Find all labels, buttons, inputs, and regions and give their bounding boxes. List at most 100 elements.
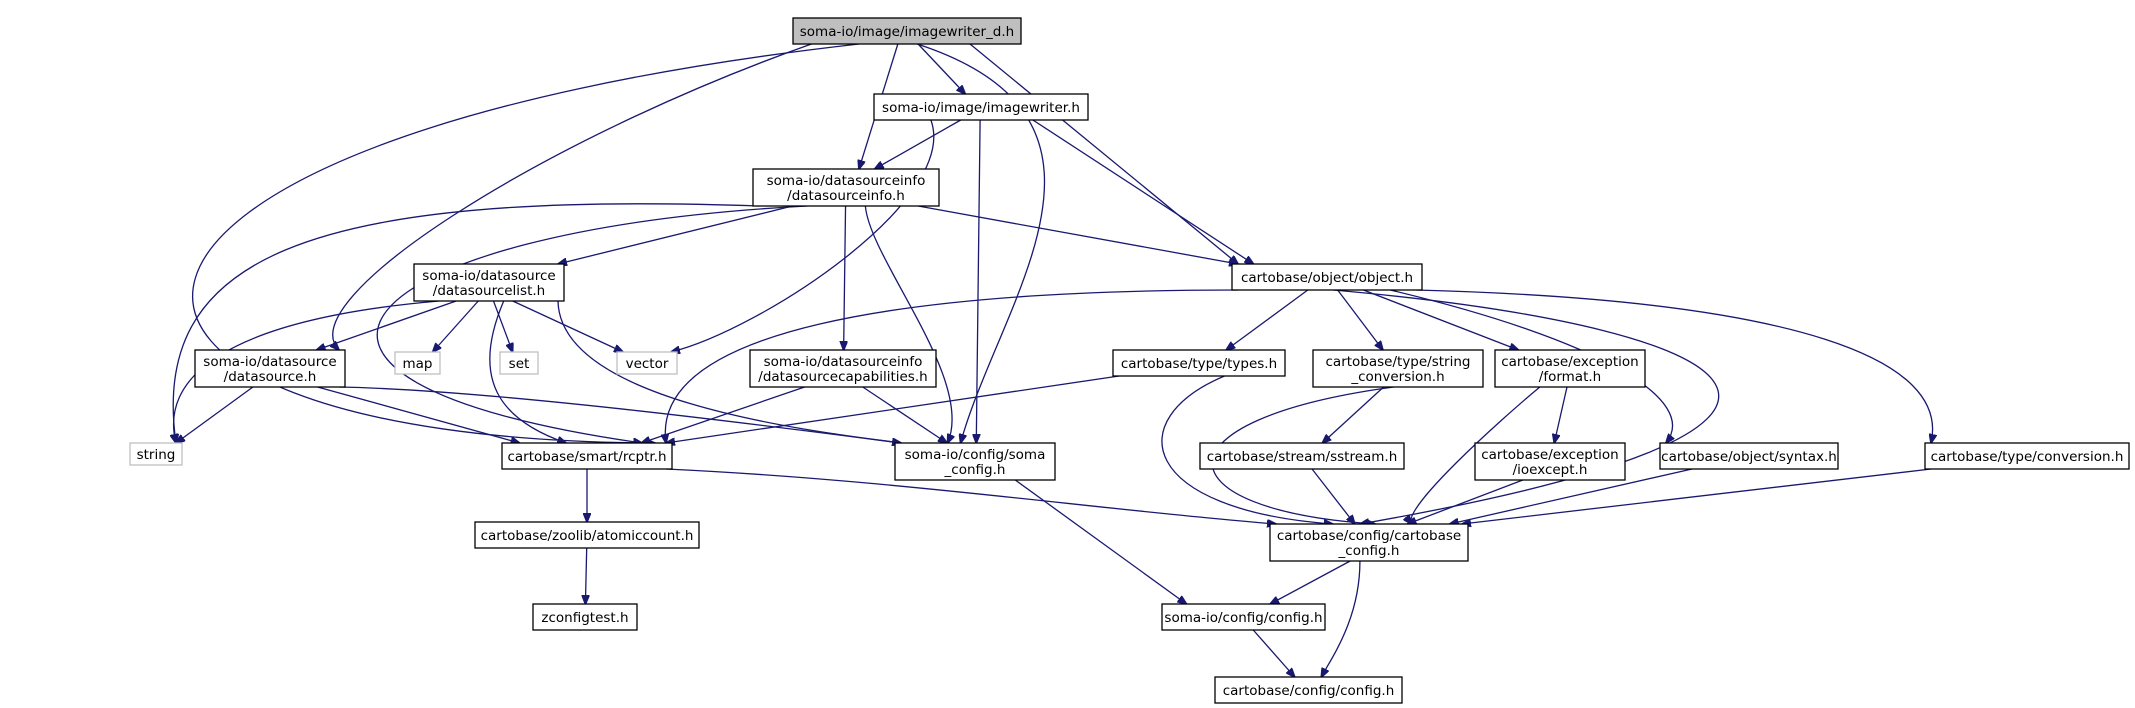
edge-datasourceinfo-to-datasourcecapabilities xyxy=(844,205,846,350)
edge-format-to-ioexcept xyxy=(1554,386,1568,443)
node-label-datasourcelist-1: /datasourcelist.h xyxy=(433,283,545,299)
node-types[interactable]: cartobase/type/types.h xyxy=(1112,349,1286,377)
edge-imagewriter-to-datasourceinfo xyxy=(875,119,962,169)
edge-imagewriter-to-soma_config xyxy=(976,119,981,443)
edge-conversion-to-cartobase_config xyxy=(1462,468,1932,524)
node-label-datasource-0: soma-io/datasource xyxy=(203,354,336,370)
node-box-format xyxy=(1494,349,1646,388)
node-label-imagewriter_d-0: soma-io/image/imagewriter_d.h xyxy=(800,24,1014,40)
node-label-set-0: set xyxy=(509,356,530,372)
node-label-datasourcecapabilities-0: soma-io/datasourceinfo xyxy=(764,354,923,370)
edge-object-to-cartobase_config xyxy=(1333,289,1720,524)
node-string_conversion[interactable]: cartobase/type/string_conversion.h xyxy=(1312,349,1484,388)
node-format[interactable]: cartobase/exception/format.h xyxy=(1494,349,1646,388)
node-set[interactable]: set xyxy=(499,351,539,375)
node-box-conversion xyxy=(1924,442,2130,470)
node-zconfigtest[interactable]: zconfigtest.h xyxy=(532,603,638,631)
node-map[interactable]: map xyxy=(394,351,441,375)
node-label-soma_config-1: _config.h xyxy=(944,462,1006,478)
node-box-string_conversion xyxy=(1312,349,1484,388)
node-label-cartobase_config-0: cartobase/config/cartobase xyxy=(1277,528,1461,544)
edge-imagewriter-to-object xyxy=(1032,119,1254,264)
edge-object-to-conversion xyxy=(1415,289,1933,443)
node-datasourcelist[interactable]: soma-io/datasource/datasourcelist.h xyxy=(413,263,565,302)
node-syntax[interactable]: cartobase/object/syntax.h xyxy=(1659,442,1839,470)
node-cartobase_config[interactable]: cartobase/config/cartobase_config.h xyxy=(1269,523,1469,562)
edge-datasourceinfo-to-datasourcelist xyxy=(558,205,793,264)
node-box-ioexcept xyxy=(1474,442,1626,481)
edges-layer xyxy=(173,43,1933,677)
node-string[interactable]: string xyxy=(129,442,183,466)
edge-datasourcelist-to-set xyxy=(492,300,513,352)
edge-string_conversion-to-sstream xyxy=(1322,386,1385,443)
edge-object-to-types xyxy=(1226,289,1309,350)
node-label-object-0: cartobase/object/object.h xyxy=(1241,270,1413,286)
edge-imagewriter_d-to-datasource xyxy=(333,43,812,350)
node-sstream[interactable]: cartobase/stream/sstream.h xyxy=(1199,442,1405,470)
node-box-rcptr xyxy=(501,442,673,470)
node-box-cartobase_config xyxy=(1269,523,1469,562)
node-somaio_config[interactable]: soma-io/config/config.h xyxy=(1161,603,1326,631)
node-box-cartobase_config_config xyxy=(1214,676,1403,704)
node-box-string xyxy=(129,442,183,466)
edge-datasourceinfo-to-string xyxy=(173,203,760,443)
edge-object-to-string_conversion xyxy=(1337,289,1383,350)
node-ioexcept[interactable]: cartobase/exception/ioexcept.h xyxy=(1474,442,1626,481)
edge-imagewriter-to-vector xyxy=(671,119,935,352)
node-box-map xyxy=(394,351,441,375)
edge-rcptr-to-cartobase_config xyxy=(665,468,1276,524)
node-cartobase_config_config[interactable]: cartobase/config/config.h xyxy=(1214,676,1403,704)
node-label-zconfigtest-0: zconfigtest.h xyxy=(541,610,628,626)
node-datasource[interactable]: soma-io/datasource/datasource.h xyxy=(194,349,346,388)
edge-datasourcelist-to-rcptr xyxy=(489,300,566,443)
node-label-string_conversion-0: cartobase/type/string xyxy=(1326,354,1471,370)
edge-datasource-to-soma_config xyxy=(338,386,901,443)
node-imagewriter[interactable]: soma-io/image/imagewriter.h xyxy=(873,93,1089,121)
node-label-rcptr-0: cartobase/smart/rcptr.h xyxy=(507,449,666,465)
node-label-sstream-0: cartobase/stream/sstream.h xyxy=(1207,449,1398,465)
node-label-format-1: /format.h xyxy=(1539,369,1601,385)
node-label-types-0: cartobase/type/types.h xyxy=(1121,356,1277,372)
node-box-syntax xyxy=(1659,442,1839,470)
edge-sstream-to-cartobase_config xyxy=(1311,468,1355,524)
node-box-somaio_config xyxy=(1161,603,1326,631)
edge-ioexcept-to-cartobase_config xyxy=(1407,479,1524,524)
edge-imagewriter_d-to-object xyxy=(969,43,1238,264)
node-atomiccount[interactable]: cartobase/zoolib/atomiccount.h xyxy=(474,521,700,549)
edge-imagewriter_d-to-soma_config xyxy=(916,43,1046,443)
node-vector[interactable]: vector xyxy=(616,351,678,375)
edge-datasource-to-rcptr xyxy=(317,386,520,443)
node-label-somaio_config-0: soma-io/config/config.h xyxy=(1164,610,1322,626)
node-label-atomiccount-0: cartobase/zoolib/atomiccount.h xyxy=(481,528,694,544)
node-object[interactable]: cartobase/object/object.h xyxy=(1231,263,1423,291)
node-box-imagewriter_d xyxy=(792,17,1022,45)
node-label-datasourceinfo-0: soma-io/datasourceinfo xyxy=(767,173,926,189)
node-rcptr[interactable]: cartobase/smart/rcptr.h xyxy=(501,442,673,470)
edge-datasourceinfo-to-rcptr xyxy=(376,205,808,443)
node-box-datasourceinfo xyxy=(752,168,940,207)
node-label-datasourceinfo-1: /datasourceinfo.h xyxy=(787,188,905,204)
node-box-datasource xyxy=(194,349,346,388)
edge-datasource-to-string xyxy=(176,386,254,443)
node-label-vector-0: vector xyxy=(626,356,669,372)
node-label-cartobase_config_config-0: cartobase/config/config.h xyxy=(1223,683,1395,699)
node-box-set xyxy=(499,351,539,375)
node-soma_config[interactable]: soma-io/config/soma_config.h xyxy=(894,442,1056,481)
node-datasourcecapabilities[interactable]: soma-io/datasourceinfo/datasourcecapabil… xyxy=(749,349,937,388)
node-box-datasourcecapabilities xyxy=(749,349,937,388)
node-datasourceinfo[interactable]: soma-io/datasourceinfo/datasourceinfo.h xyxy=(752,168,940,207)
edge-format-to-cartobase_config xyxy=(1411,386,1541,524)
edge-cartobase_config-to-somaio_config xyxy=(1270,560,1351,604)
node-label-string_conversion-1: _conversion.h xyxy=(1350,369,1444,385)
node-label-datasource-1: /datasource.h xyxy=(224,369,317,385)
node-imagewriter_d[interactable]: soma-io/image/imagewriter_d.h xyxy=(792,17,1022,45)
node-box-zconfigtest xyxy=(532,603,638,631)
node-label-syntax-0: cartobase/object/syntax.h xyxy=(1661,449,1837,465)
node-label-map-0: map xyxy=(403,356,433,372)
node-label-string-0: string xyxy=(137,447,176,463)
node-label-cartobase_config-1: _config.h xyxy=(1338,543,1400,559)
node-label-soma_config-0: soma-io/config/soma xyxy=(905,447,1046,463)
node-box-vector xyxy=(616,351,678,375)
node-conversion[interactable]: cartobase/type/conversion.h xyxy=(1924,442,2130,470)
